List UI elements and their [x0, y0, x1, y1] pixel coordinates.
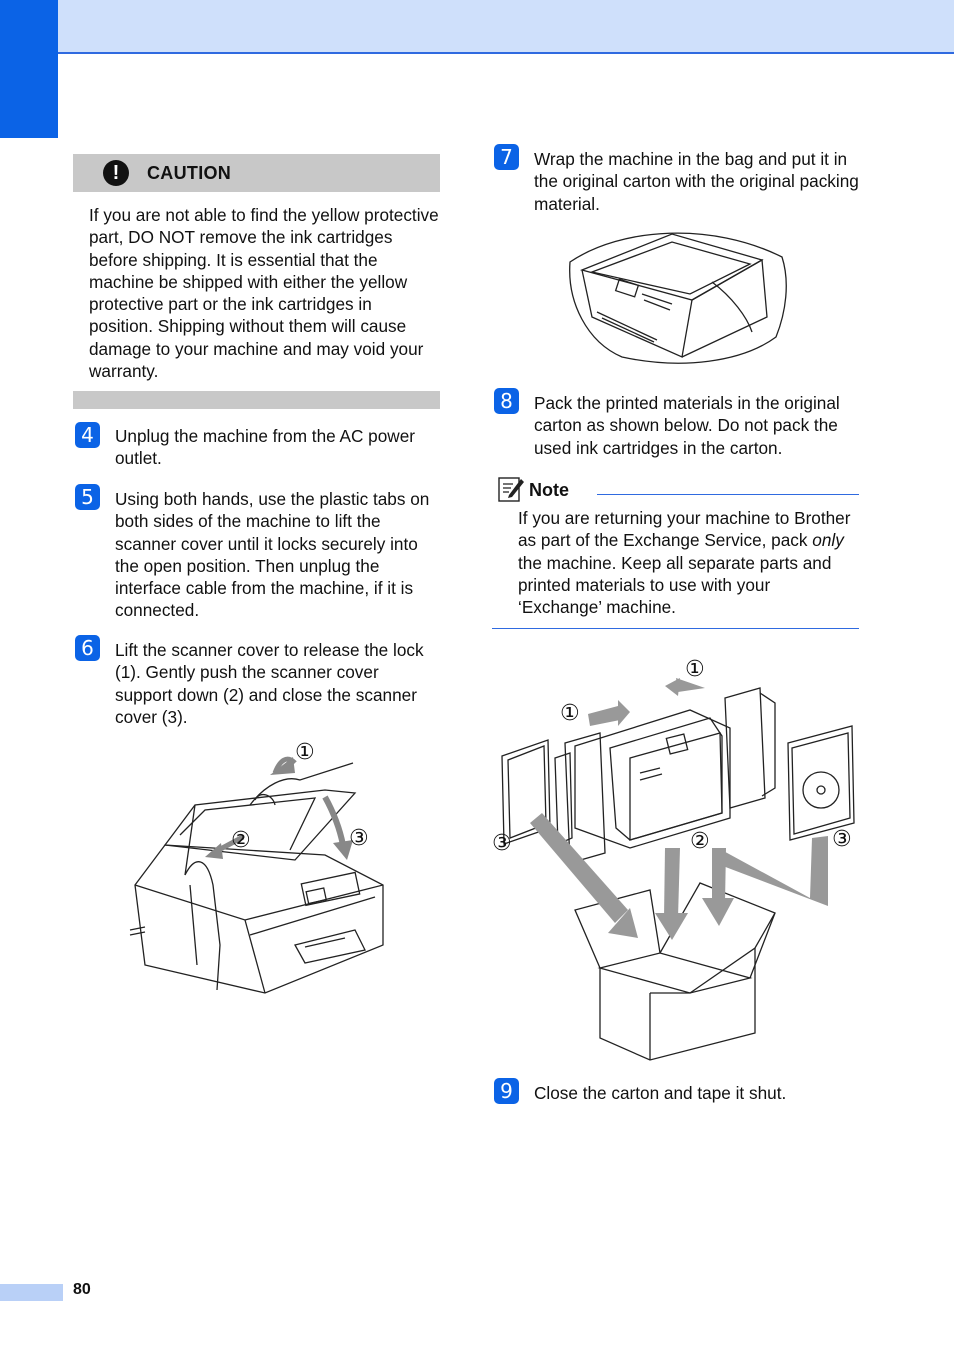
- exclamation-icon: !: [103, 160, 129, 186]
- step-text: Pack the printed materials in the origin…: [534, 393, 840, 458]
- step-text: Unplug the machine from the AC power out…: [115, 426, 415, 469]
- callout-1: ①: [685, 657, 705, 682]
- step-number: 5: [75, 484, 100, 510]
- step-text: Wrap the machine in the bag and put it i…: [534, 149, 859, 214]
- step-text: Using both hands, use the plastic tabs o…: [115, 489, 430, 621]
- chapter-tab: [0, 0, 58, 138]
- step-number: 7: [494, 144, 519, 170]
- note-text: If you are returning your machine to Bro…: [518, 507, 858, 618]
- callout-3: ③: [492, 831, 512, 856]
- caution-footer-bar: [73, 391, 440, 409]
- caution-header: ! CAUTION: [73, 154, 440, 192]
- header-band: [0, 0, 954, 54]
- note-pencil-icon: [498, 477, 524, 502]
- callout-1: ①: [560, 701, 580, 726]
- callout-1: ①: [295, 740, 315, 765]
- note-text-emphasis: only: [812, 530, 844, 551]
- caution-text: If you are not able to find the yellow p…: [89, 205, 439, 382]
- note-divider: [597, 494, 859, 495]
- machine-in-bag-illustration: [569, 232, 787, 364]
- step-number: 6: [75, 635, 100, 661]
- callout-2: ②: [231, 828, 251, 853]
- step-number: 4: [75, 422, 100, 448]
- callout-2: ②: [690, 829, 710, 854]
- callout-3: ③: [832, 827, 852, 852]
- step-number: 9: [494, 1078, 519, 1104]
- scanner-cover-illustration: ① ② ③: [129, 740, 384, 994]
- note-title: Note: [529, 480, 569, 500]
- note-divider: [492, 628, 859, 629]
- step-text: Lift the scanner cover to release the lo…: [115, 640, 424, 727]
- footer-band: [0, 1284, 63, 1301]
- page-number: 80: [73, 1281, 91, 1298]
- step-text: Close the carton and tape it shut.: [534, 1083, 787, 1103]
- step-number: 8: [494, 388, 519, 414]
- callout-3: ③: [349, 826, 369, 851]
- note-text-part: the machine. Keep all separate parts and…: [518, 552, 832, 618]
- packing-carton-illustration: ① ① ③ ② ③: [492, 657, 855, 1061]
- note-text-part: If you are returning your machine to Bro…: [518, 508, 851, 551]
- caution-title: CAUTION: [147, 163, 232, 183]
